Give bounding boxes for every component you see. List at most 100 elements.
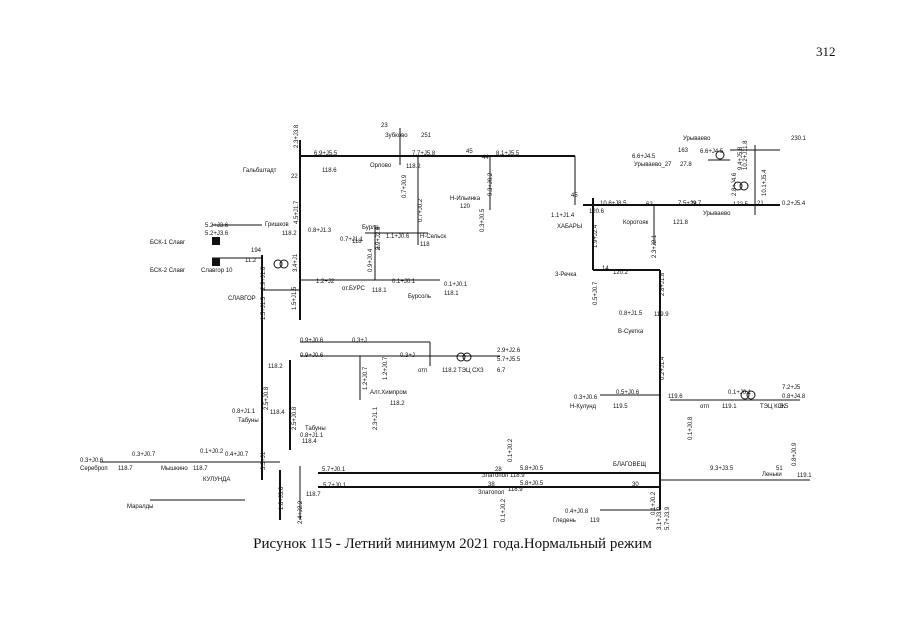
node-flow: 7.2+J5 [782, 385, 801, 391]
node-voltage: 11.2 [245, 258, 257, 264]
flow-label: 0.1+J0.2 [200, 449, 224, 455]
flow-label: 2.8+J1.8 [660, 272, 666, 296]
node-id: 194 [251, 248, 262, 254]
node-voltage: 118 [352, 239, 362, 245]
node-name: 23 [381, 123, 388, 129]
flow-label: 7.7+J5.8 [412, 151, 436, 157]
flow-label: 0.3+J0.5 [480, 208, 486, 232]
node-voltage: 119.9 [654, 312, 669, 318]
flow-label: 1.2+J2 [316, 279, 335, 285]
node-voltage: 118.4 [270, 410, 285, 416]
flow-label: 5.7+J3.9 [665, 506, 671, 530]
flow-labels: 6.9+J5.5 7.7+J5.8 8.1+J5.5 6.6+J4.5 6.6+… [132, 149, 806, 489]
node-voltage: 230.1 [791, 136, 807, 142]
flow-label: 3.3+J1 [261, 451, 267, 470]
flow-label: 5.2+J3.6 [205, 231, 229, 237]
node-name: Н-Сельск [420, 234, 446, 240]
node-name: БСК-1 Славг [150, 240, 186, 246]
node-id: 28 [495, 467, 502, 473]
flow-label: 2.3+J2.1 [652, 234, 658, 258]
flow-label: 9.3+J0.2 [488, 172, 494, 196]
node-name: ХАБАРЫ [557, 224, 582, 230]
flow-label: 2.8+J4.6 [732, 172, 738, 196]
node-name: Златопол [482, 473, 509, 479]
flow-label: 0.1+J0.2 [651, 491, 657, 515]
flow-label: 0.2+J5.4 [782, 201, 806, 207]
node-voltage: 122.5 [733, 202, 749, 208]
flow-label: 0.1+J0.1 [728, 390, 752, 396]
flow-label: 0.8+J4.8 [782, 394, 806, 400]
node-name: Маралды [127, 504, 153, 510]
node-name: Н-Кулунд [570, 404, 597, 410]
node-name: Бурсоль [408, 294, 431, 300]
node-name: Мышкино [161, 466, 188, 472]
flow-label: 0.3+J [400, 353, 415, 359]
node-voltage: 118.7 [306, 492, 321, 498]
node-name: Леньки [762, 472, 782, 478]
flow-label: 5.7+J0.1 [323, 483, 347, 489]
node-id: 44 [482, 155, 489, 161]
node-voltage: 121.8 [673, 220, 689, 226]
flow-label: 1.5+J1.5 [292, 286, 298, 310]
node-id: 51 [776, 466, 783, 472]
page-number: 312 [816, 44, 836, 59]
node-voltage: 6.5 [780, 404, 789, 410]
node-id: 45 [466, 149, 473, 155]
node-voltage: 118.6 [322, 168, 337, 174]
node-voltage: 118.2 [406, 164, 421, 170]
flow-label: 0.8+J1.1 [300, 433, 324, 439]
node-voltage: 119.5 [613, 404, 628, 410]
flow-label: 0.7+J1.1 [340, 237, 364, 243]
flow-label: 0.9+J0.6 [300, 353, 324, 359]
node-id: 6 [377, 246, 381, 252]
flow-label: 0.8+J0.9 [792, 442, 798, 466]
node-id: 38 [488, 482, 495, 488]
node-voltage: 118 [420, 242, 430, 248]
node-name: КУЛУНДА [203, 477, 230, 483]
node-name: СЛАВГОР [228, 296, 256, 302]
flow-label: 2.3+J1.1 [373, 406, 379, 430]
node-name: отп [700, 404, 709, 410]
flow-label: 6.6+J4.5 [632, 154, 656, 160]
node-name: Коротояк [623, 220, 649, 226]
flow-label: 5.7+J5.5 [497, 357, 521, 363]
node-voltage: 118.2 [282, 231, 297, 237]
node-name: Сереброп [80, 466, 108, 472]
node-id: 21 [757, 201, 764, 207]
flow-label: 7.5+J9.7 [678, 201, 702, 207]
node-name: Бурла [362, 225, 379, 231]
flow-label: 0.1+J0.1 [444, 282, 468, 288]
node-voltage: 118.2 [442, 368, 457, 374]
flow-label: 2.5+J0.8 [292, 406, 298, 430]
node-name: Табуны [238, 418, 259, 424]
node-voltage: 118.9 [508, 487, 523, 493]
node-name: отп [418, 368, 427, 374]
node-name: Златопол [478, 490, 505, 496]
flow-label: 5.8+J0.5 [520, 466, 544, 472]
node-voltage: 251 [421, 133, 432, 139]
flow-label: 1.5+J1.5 [261, 296, 267, 320]
flow-label: 5.8+J0.5 [520, 481, 544, 487]
node-voltage: 118.4 [302, 439, 317, 445]
flow-label: 10.6+J8.5 [600, 201, 627, 207]
flow-label: 0.1+J0.1 [392, 279, 416, 285]
flow-label: 2.9+J2.6 [376, 226, 382, 250]
flow-label: 0.9+J0.6 [300, 338, 324, 344]
flow-label: 3.4+J1 [293, 253, 299, 272]
node-name: Урываево [683, 136, 711, 142]
flow-label: 0.1+J0.2 [501, 498, 507, 522]
node-voltage: 27.8 [680, 162, 692, 168]
flow-label: 0.8+J1.5 [619, 311, 643, 317]
flow-label: 1.9+J2.4 [593, 224, 599, 248]
node-flow: 0.4+J0.8 [565, 509, 589, 515]
flow-label: 0.1+J0.8 [688, 416, 694, 440]
node-flow: 2.9+J2.6 [497, 348, 521, 354]
flow-label: 0.9+J0.4 [368, 248, 374, 272]
flow-label: 1.8+J3.6 [279, 486, 285, 510]
flow-label: 0.1+J0.2 [508, 438, 514, 462]
transformers [273, 150, 756, 400]
node-name: Н-Ильинка [450, 196, 481, 202]
flow-label: 3.1+J3.2 [657, 506, 663, 530]
flow-label: 0.8+J1.1 [232, 409, 256, 415]
flow-label: 2.5+J0.8 [264, 386, 270, 410]
